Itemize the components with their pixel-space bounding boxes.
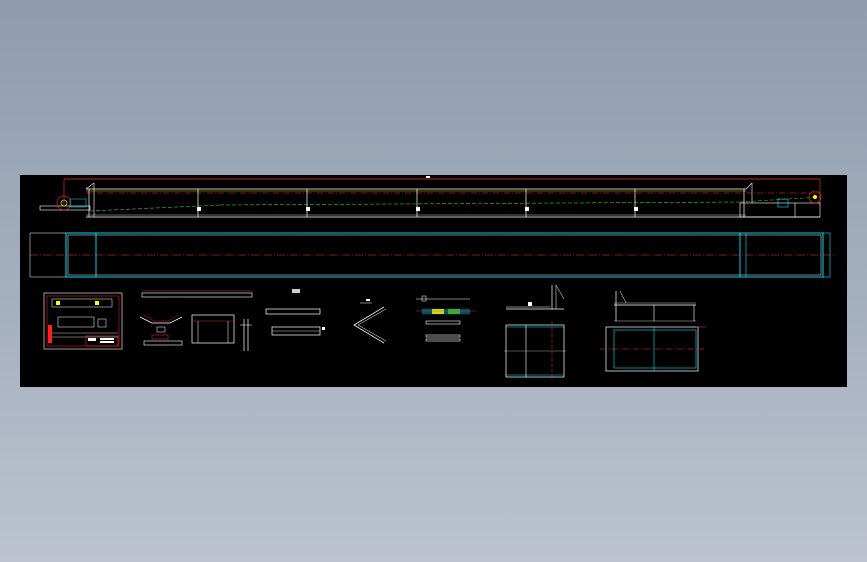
plate-details[interactable] bbox=[265, 289, 325, 336]
return-belt-line-b bbox=[219, 201, 741, 206]
tail-frame-detail[interactable] bbox=[504, 284, 566, 381]
post-feet bbox=[197, 207, 638, 211]
cover-bracket-detail[interactable] bbox=[353, 299, 387, 344]
dimension-text-mark bbox=[426, 176, 430, 178]
return-belt-line-c bbox=[739, 196, 821, 203]
support-posts bbox=[88, 189, 745, 217]
tail-end-assembly bbox=[39, 182, 95, 217]
title-block bbox=[85, 335, 119, 347]
cad-drawing bbox=[29, 176, 834, 381]
idler-and-frame-details[interactable] bbox=[139, 290, 253, 351]
plan-tail-box bbox=[65, 232, 97, 278]
drawing-sheet[interactable] bbox=[20, 175, 847, 387]
assembly-sheet[interactable] bbox=[43, 292, 123, 350]
conveyor-side-elevation[interactable] bbox=[39, 176, 822, 218]
conveyor-plan-view[interactable] bbox=[29, 232, 834, 278]
roller-details[interactable] bbox=[416, 295, 476, 342]
drive-frame-detail[interactable] bbox=[600, 290, 706, 372]
plan-head-box bbox=[822, 232, 831, 278]
drive-end-assembly bbox=[739, 182, 822, 218]
